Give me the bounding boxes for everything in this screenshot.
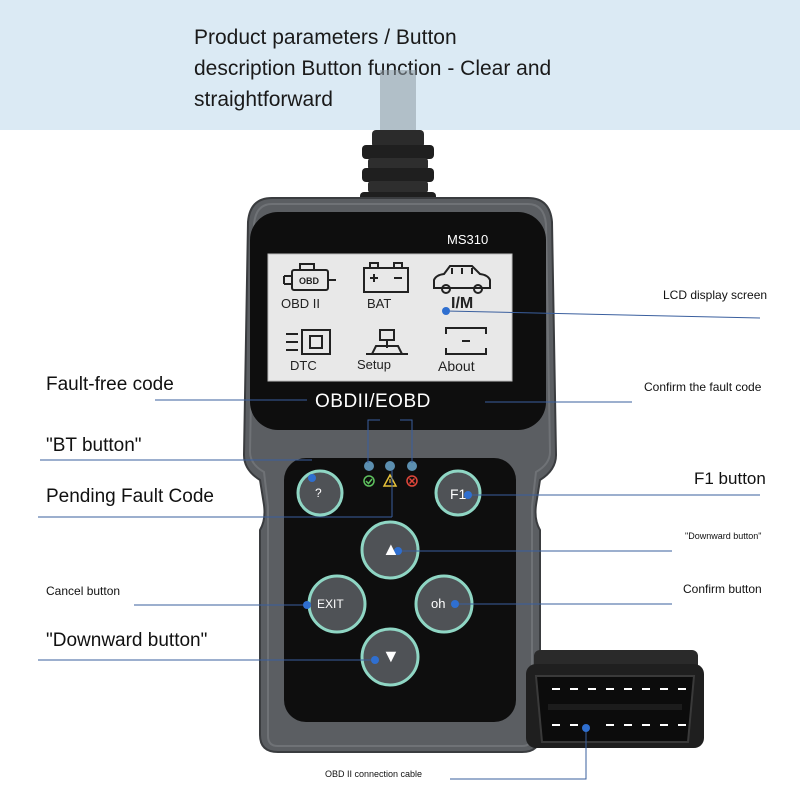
callout-cable: OBD II connection cable — [325, 769, 423, 779]
f1-button-label[interactable]: F1 — [450, 486, 467, 502]
ok-button-label[interactable]: oh — [431, 596, 446, 611]
obd-connector — [526, 650, 704, 748]
screen-label-obdii: OBD II — [281, 296, 321, 311]
lcd-screen — [267, 253, 513, 382]
help-button[interactable] — [296, 469, 344, 517]
up-button[interactable] — [360, 520, 420, 580]
cable-icon — [360, 70, 436, 206]
dtc-icon — [286, 329, 331, 355]
f1-button[interactable] — [434, 469, 482, 517]
warning-icon — [382, 473, 398, 487]
brand-label: OBDII/EOBD — [315, 391, 431, 412]
about-icon — [445, 327, 487, 355]
setup-icon — [366, 329, 408, 355]
callout-bt-button: "BT button" — [46, 435, 142, 456]
screen-label-im: I/M — [451, 295, 474, 312]
check-icon — [363, 475, 375, 487]
help-button-label[interactable]: ? — [315, 486, 322, 500]
banner-title: Product parameters / Button description … — [194, 22, 551, 115]
status-indicators — [363, 461, 418, 487]
callout-f1-button: F1 button — [694, 469, 766, 488]
banner-line-3: straightforward — [194, 88, 333, 111]
keypad-panel — [284, 458, 516, 722]
callout-cancel: Cancel button — [46, 584, 121, 598]
screen-label-dtc: DTC — [290, 358, 317, 373]
screen-label-about: About — [438, 358, 475, 374]
screen-label-setup: Setup — [357, 357, 391, 372]
callout-confirm-fault: Confirm the fault code — [644, 380, 762, 394]
banner-line-2: description Button function - Clear and — [194, 57, 552, 80]
model-label: MS310 — [447, 232, 489, 247]
callout-pending: Pending Fault Code — [46, 486, 214, 507]
car-icon — [433, 265, 491, 294]
down-button[interactable] — [360, 627, 420, 687]
callout-downward-big: "Downward button" — [46, 630, 208, 651]
banner-line-1: Product parameters / Button — [194, 26, 457, 49]
leader-lines — [38, 310, 761, 780]
exit-button-label[interactable]: EXIT — [317, 597, 344, 611]
up-button-label[interactable]: ▲ — [382, 539, 400, 559]
down-button-label[interactable]: ▼ — [382, 646, 400, 666]
screen-label-bat: BAT — [367, 296, 392, 311]
battery-icon — [363, 262, 409, 293]
engine-icon: OBD — [283, 263, 336, 291]
svg-text:OBD: OBD — [299, 276, 320, 286]
callout-confirm-button: Confirm button — [683, 582, 762, 596]
callout-lcd: LCD display screen — [663, 288, 768, 302]
callout-fault-free: Fault-free code — [46, 374, 174, 395]
error-icon — [406, 475, 418, 487]
callout-dots — [303, 307, 590, 732]
callout-downward-small: "Downward button" — [685, 531, 762, 541]
